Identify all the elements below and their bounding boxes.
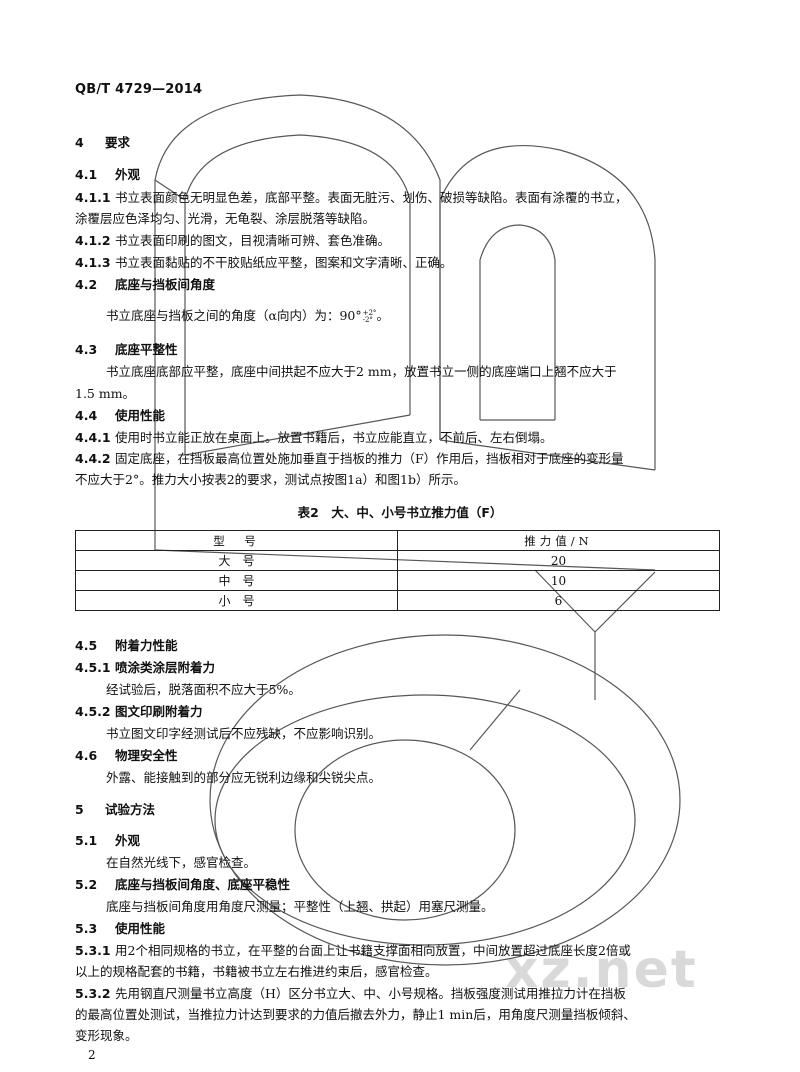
tolerance-minus: -2° bbox=[362, 315, 373, 324]
clause-4-3-body: 书立底座底部应平整，底座中间拱起不应大于2 mm，放置书立一侧的底座端口上翘不应… bbox=[106, 364, 617, 379]
table-caption: 表2 大、中、小号书立推力值（F） bbox=[297, 505, 503, 520]
table-row: 小 号 6 bbox=[75, 590, 720, 611]
thrust-value-table: 型 号 推力值/N 大 号 20 中 号 10 小 号 6 bbox=[75, 530, 720, 611]
cell-model: 中 号 bbox=[75, 570, 398, 591]
clause-5-2-body: 底座与挡板间角度用角度尺测量；平整性（上翘、拱起）用塞尺测量。 bbox=[106, 899, 494, 914]
table-header-row: 型 号 推力值/N bbox=[75, 530, 720, 551]
column-header-model: 型 号 bbox=[75, 530, 398, 551]
clause-5-3-2-cont: 的最高位置处测试，当推拉力计达到要求的力值后撤去外力，静止1 min后，用角度尺… bbox=[75, 1007, 636, 1022]
watermark-text: xz.net bbox=[505, 940, 698, 1000]
clause-4-6-body: 外露、能接触到的部分应无锐利边缘和尖锐尖点。 bbox=[106, 770, 382, 785]
clause-5-1-body: 在自然光线下，感官检查。 bbox=[106, 855, 257, 870]
table-row: 大 号 20 bbox=[75, 550, 720, 571]
cell-model: 大 号 bbox=[75, 550, 398, 571]
cell-thrust: 10 bbox=[397, 570, 720, 591]
tolerance-plus: +2° bbox=[362, 308, 377, 317]
clause-4-4-2-cont: 不应大于2°。推力大小按表2的要求，测试点按图1a）和图1b）所示。 bbox=[75, 472, 467, 487]
standard-code-header: QB/T 4729—2014 bbox=[75, 82, 203, 97]
clause-4-5-1-body: 经试验后，脱落面积不应大于5%。 bbox=[106, 682, 301, 697]
clause-4-3-cont: 1.5 mm。 bbox=[75, 386, 136, 401]
clause-4-1-1-cont: 涂覆层应色泽均匀、光滑，无龟裂、涂层脱落等缺陷。 bbox=[75, 211, 376, 226]
clause-4-2-body: 书立底座与挡板之间的角度（α向内）为：90°+2°-2°。 bbox=[106, 308, 389, 324]
cell-thrust: 6 bbox=[397, 590, 720, 611]
page-number: 2 bbox=[88, 1048, 96, 1062]
column-header-thrust: 推力值/N bbox=[397, 530, 720, 551]
table-row: 中 号 10 bbox=[75, 570, 720, 591]
clause-5-3-1-cont: 以上的规格配套的书籍，书籍被书立左右推进约束后，感官检查。 bbox=[75, 964, 438, 979]
cell-model: 小 号 bbox=[75, 590, 398, 611]
clause-4-5-2-body: 书立图文印字经测试后不应残缺，不应影响识别。 bbox=[106, 726, 382, 741]
cell-thrust: 20 bbox=[397, 550, 720, 571]
clause-5-3-2-cont2: 变形现象。 bbox=[75, 1028, 138, 1043]
